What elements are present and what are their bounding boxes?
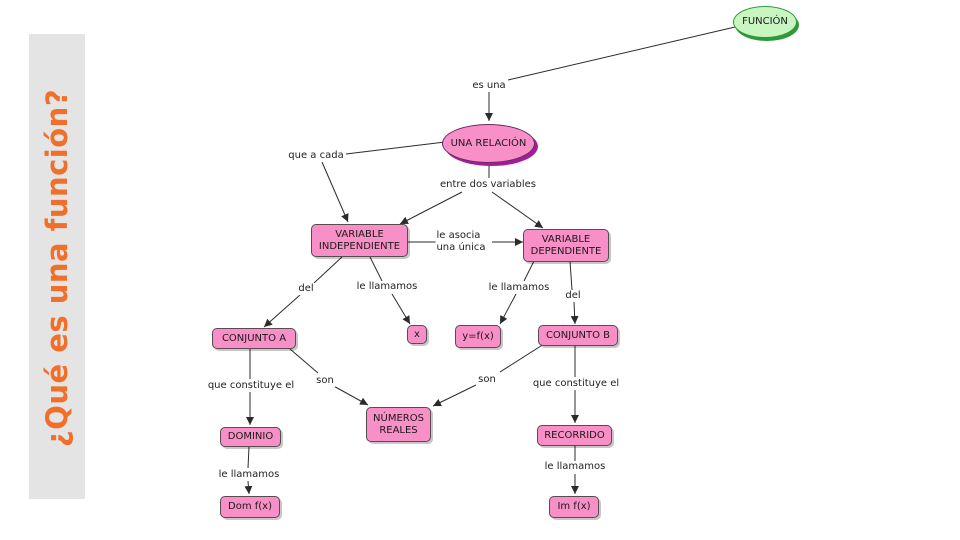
node-funcion-label: FUNCIÓN	[742, 16, 788, 27]
node-conjunto-a-label: CONJUNTO A	[221, 332, 287, 344]
link-funcion-es-una	[507, 26, 736, 81]
link-conj-a-son	[289, 348, 319, 374]
node-funcion[interactable]: FUNCIÓN	[733, 6, 797, 38]
link-entre-dos-var-dep	[491, 191, 544, 229]
node-recorrido[interactable]: RECORRIDO	[537, 425, 612, 446]
link-var-dep-llamamos-y	[523, 260, 535, 282]
node-x-label: x	[414, 328, 420, 340]
node-una-relacion-label: UNA RELACIÓN	[450, 137, 527, 149]
link-del-conj-b	[570, 301, 579, 325]
node-variable-independiente-label: VARIABLE INDEPENDIENTE	[318, 228, 401, 252]
link-label-es-una: es una	[471, 80, 507, 92]
node-conjunto-a[interactable]: CONJUNTO A	[212, 328, 296, 349]
link-dominio-llamamos	[247, 446, 250, 469]
node-numeros-reales[interactable]: NÚMEROS REALES	[366, 407, 431, 442]
link-label-del-a: del	[297, 283, 315, 295]
link-entre-dos-var-ind	[399, 191, 463, 225]
node-y-fx[interactable]: y=f(x)	[455, 325, 501, 348]
link-label-entre-dos-variables: entre dos variables	[438, 179, 538, 191]
link-del-conj-a	[263, 294, 301, 328]
node-conjunto-b-label: CONJUNTO B	[545, 329, 611, 341]
node-dom-fx-label: Dom f(x)	[228, 501, 272, 512]
link-label-constituye-a: que constituye el	[206, 380, 296, 392]
node-numeros-reales-label: NÚMEROS REALES	[373, 412, 424, 436]
node-dominio[interactable]: DOMINIO	[220, 427, 281, 447]
link-label-le-llamamos-y: le llamamos	[487, 282, 551, 294]
link-label-le-llamamos-x: le llamamos	[355, 281, 419, 293]
link-label-le-llamamos-dom: le llamamos	[217, 469, 281, 481]
link-son-b-reales	[432, 384, 477, 407]
node-dom-fx[interactable]: Dom f(x)	[220, 496, 280, 518]
link-conj-b-son	[499, 343, 545, 373]
node-una-relacion[interactable]: UNA RELACIÓN	[442, 124, 535, 163]
link-relacion-que-a-cada	[345, 141, 446, 155]
node-variable-dependiente-label: VARIABLE DEPENDIENTE	[530, 233, 602, 257]
sidebar-panel	[29, 34, 85, 499]
node-variable-independiente[interactable]: VARIABLE INDEPENDIENTE	[311, 224, 408, 257]
link-label-del-b: del	[564, 290, 582, 302]
node-im-fx[interactable]: Im f(x)	[549, 496, 599, 518]
link-que-a-cada-var-ind	[321, 161, 349, 223]
node-conjunto-b[interactable]: CONJUNTO B	[538, 325, 618, 346]
link-son-reales	[329, 383, 369, 406]
link-label-son-b: son	[477, 374, 497, 386]
link-llamamos-yfx	[499, 293, 517, 325]
link-llamamos-domfx	[244, 480, 253, 495]
node-x[interactable]: x	[407, 325, 427, 344]
link-var-dep-del	[569, 260, 573, 291]
link-label-son-a: son	[315, 375, 335, 387]
node-recorrido-label: RECORRIDO	[544, 429, 605, 441]
link-label-que-a-cada: que a cada	[287, 150, 345, 162]
link-var-ind-del	[313, 256, 343, 284]
node-im-fx-label: Im f(x)	[557, 501, 591, 512]
link-label-constituye-b: que constituye el	[531, 378, 621, 390]
link-label-le-llamamos-im: le llamamos	[543, 461, 607, 473]
link-label-le-asocia: le asocia una única	[435, 230, 487, 254]
node-y-fx-label: y=f(x)	[462, 330, 494, 342]
node-variable-dependiente[interactable]: VARIABLE DEPENDIENTE	[523, 229, 609, 262]
link-llamamos-x	[391, 293, 411, 325]
link-var-ind-llamamos-x	[369, 256, 383, 282]
node-dominio-label: DOMINIO	[227, 431, 274, 442]
